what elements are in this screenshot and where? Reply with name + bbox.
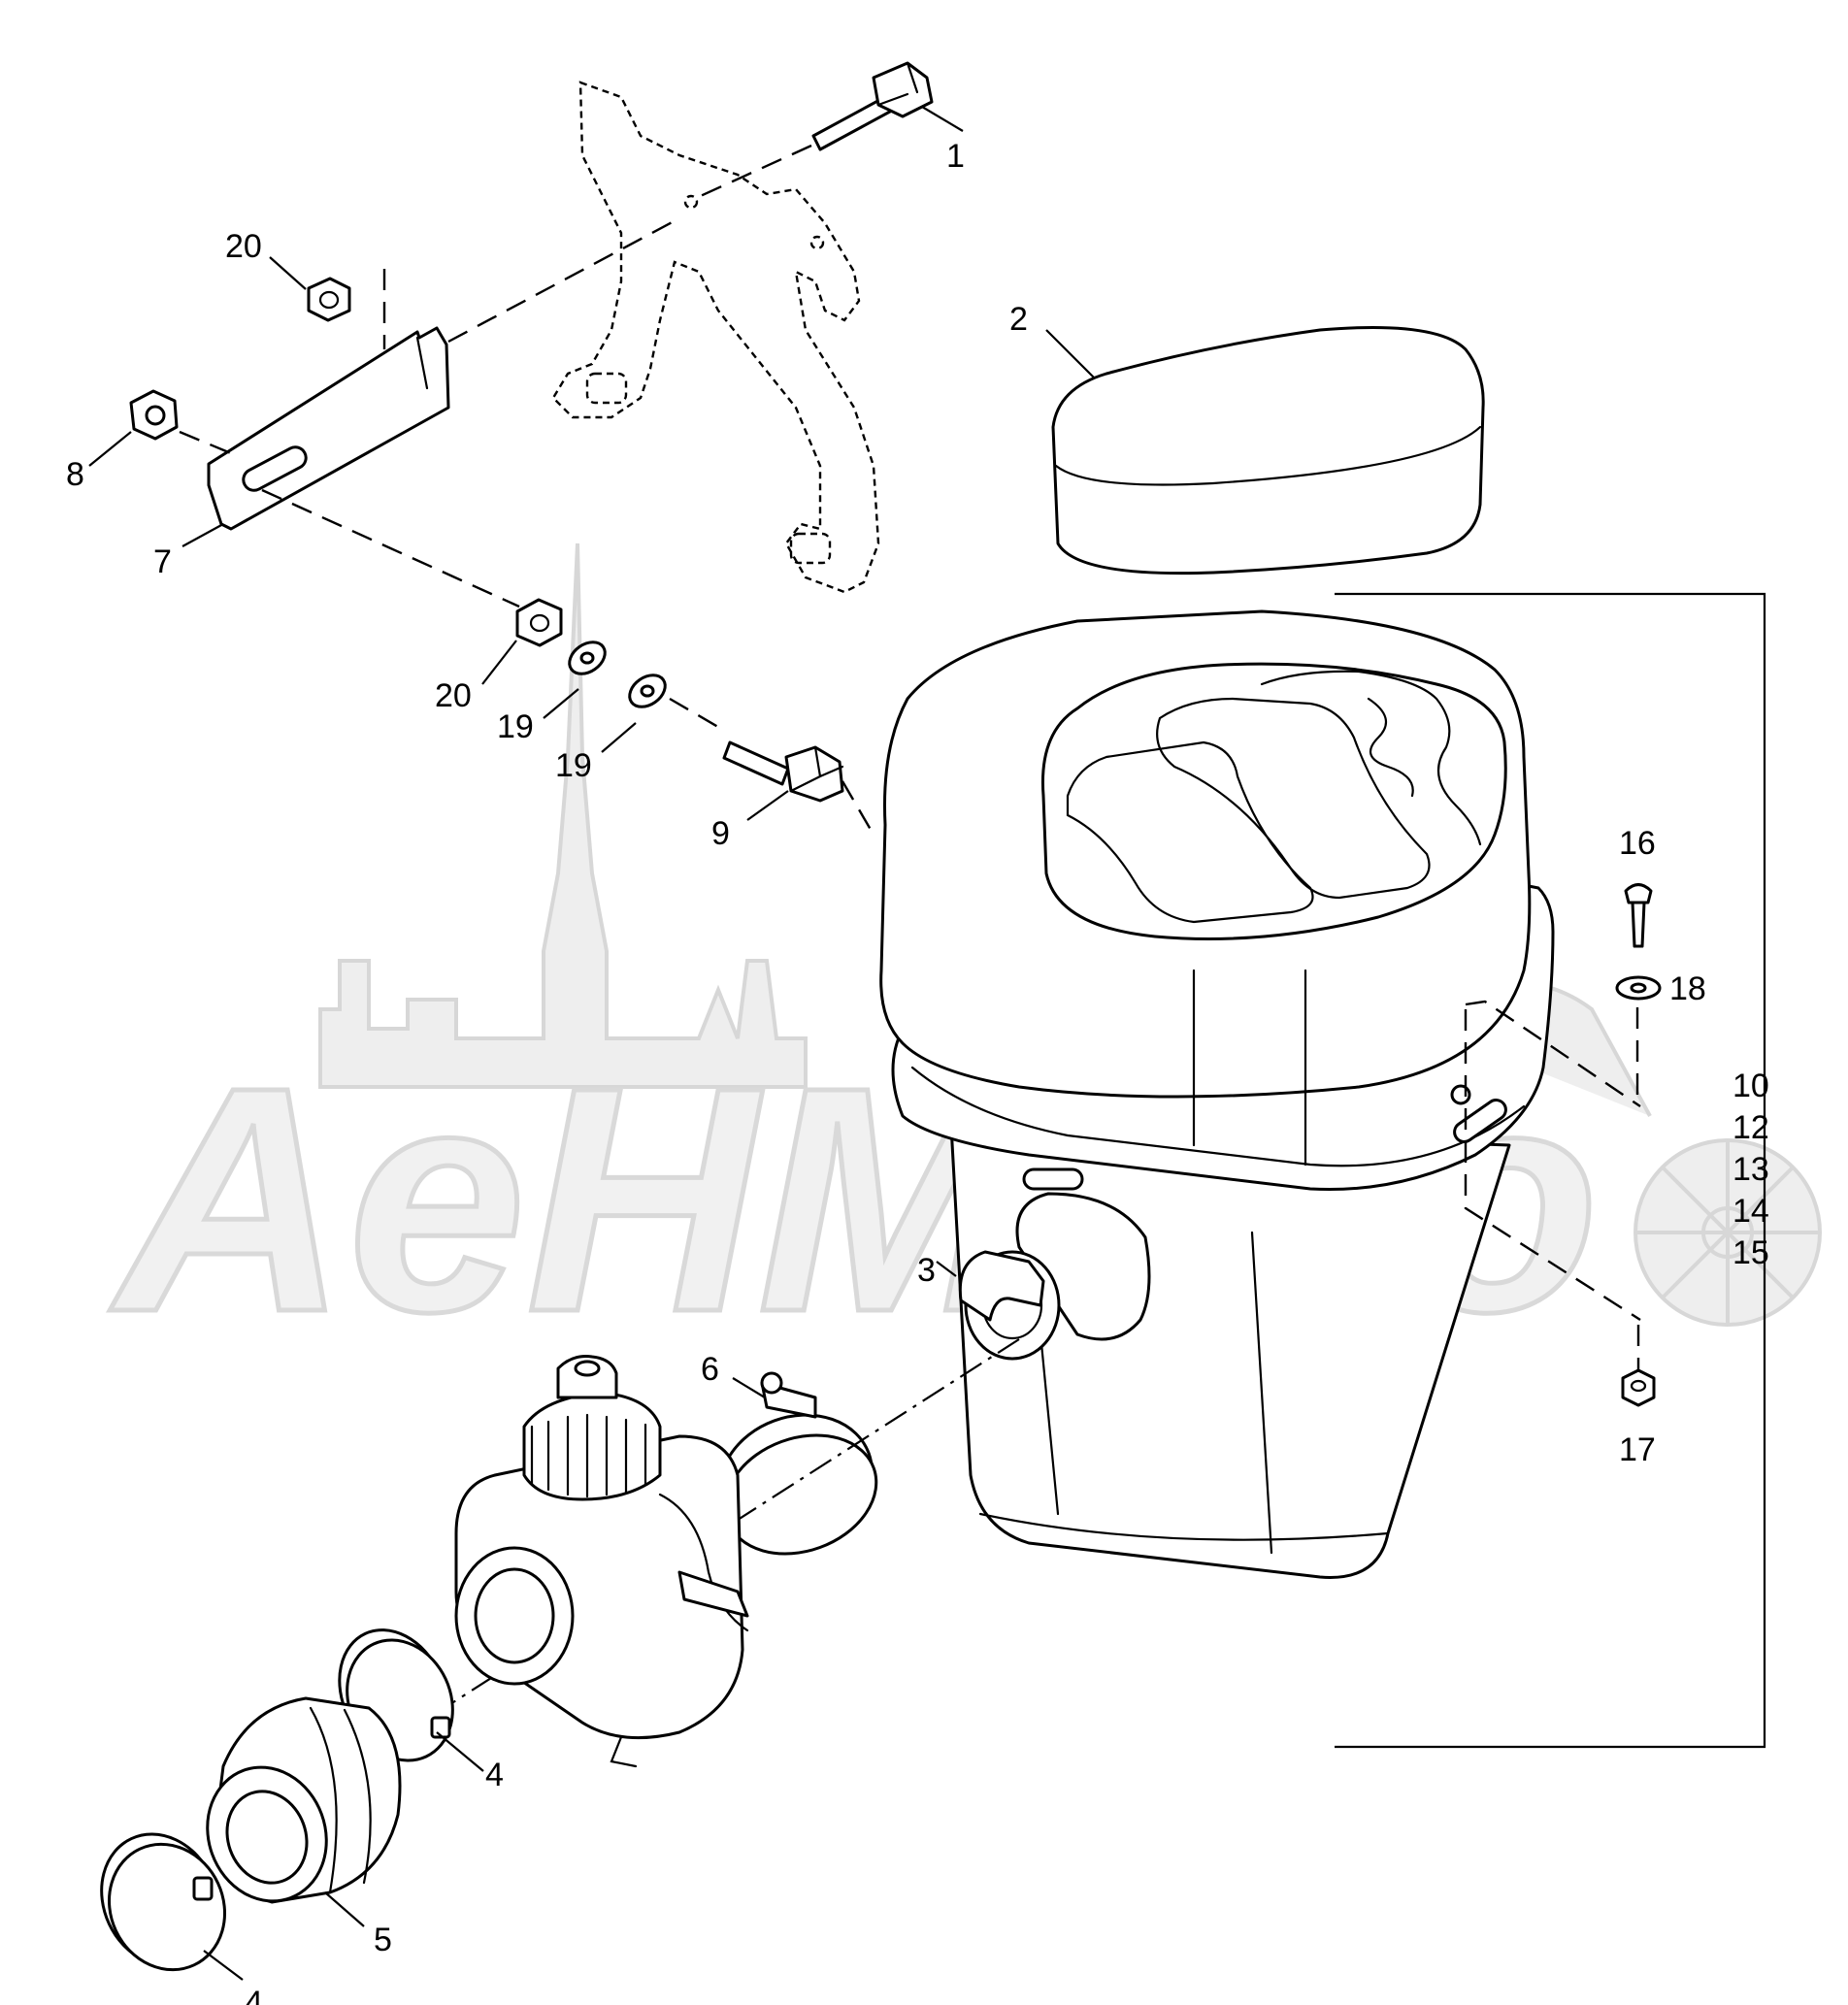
callout-19-left: 19 [497,708,534,745]
dash-line-bolt-1 [693,144,812,201]
callout-4-upper: 4 [485,1757,504,1793]
callout-16: 16 [1619,825,1656,862]
dash-line-airbox-mount [1464,1000,1641,1322]
dash-line-plate-top [447,216,680,344]
callout-3: 3 [917,1252,936,1289]
callout-2: 2 [1009,301,1028,338]
callout-20-upper: 20 [225,228,262,265]
part-10-airbox-assembly [879,609,1555,1579]
part-2-air-filter-foam [1051,326,1485,575]
part-9-bolt [722,740,844,803]
part-18-washer [1615,975,1662,1001]
part-3-inlet-duct [958,1250,1045,1322]
dash-line-nut-8 [179,430,239,458]
part-4-clamp-lower [100,1832,227,1972]
callout-14: 14 [1732,1193,1769,1230]
callout-13: 13 [1732,1151,1769,1188]
leader-lines [88,106,1096,1981]
callout-17: 17 [1619,1431,1656,1468]
part-1-bolt [811,61,934,151]
callout-6: 6 [701,1351,719,1388]
part-20-nut-upper [307,277,351,322]
callout-15: 15 [1732,1234,1769,1271]
carburetor [454,1355,749,1768]
part-6-clamp [718,1371,878,1556]
part-5-intake-boot [206,1696,402,1904]
callout-9: 9 [711,815,730,852]
dash-line-washers [669,697,724,732]
part-20-nut-lower [515,598,563,647]
part-19-washer-a [568,641,607,675]
part-7-stay-plate [207,326,450,531]
part-16-screw [1624,883,1653,948]
callout-7: 7 [153,543,172,580]
part-8-nut [129,389,179,441]
watermark-skyline-icon [318,542,808,1089]
callout-10: 10 [1732,1068,1769,1104]
part-19-washer-b [628,674,667,708]
assembly-bracket [1335,592,1766,1749]
callout-1: 1 [946,138,965,175]
callout-8: 8 [66,456,84,493]
callout-4-lower: 4 [245,1985,263,2005]
part-17-nut [1621,1368,1656,1407]
callout-labels: 1 2 3 4 5 4 6 7 8 9 10 12 13 14 15 16 17… [66,138,1769,2005]
callout-12: 12 [1732,1109,1769,1146]
dash-line-plate-bottom [261,488,520,608]
callout-18: 18 [1669,970,1706,1007]
frame-bracket-ghost [551,81,880,594]
callout-5: 5 [374,1922,392,1958]
dash-line-bolt-9 [841,780,875,836]
callout-19-right: 19 [555,747,592,784]
callout-20-lower: 20 [435,677,472,714]
